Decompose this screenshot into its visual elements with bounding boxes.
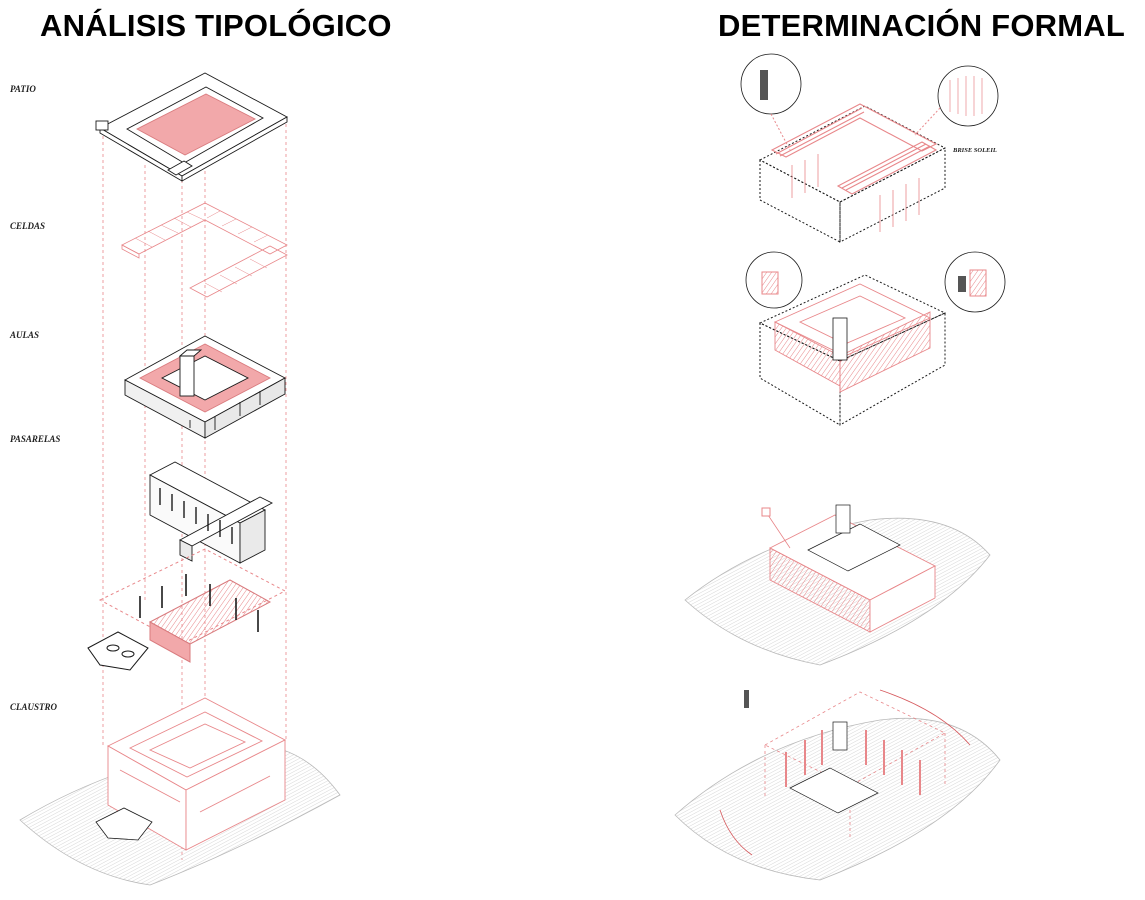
formal-determination [674, 53, 1006, 881]
detail-callout-right [937, 65, 999, 127]
structure-layer [87, 548, 287, 671]
pasarelas-layer [149, 461, 273, 564]
annotation-brise-soleil: BRISE SOLEIL [953, 147, 997, 154]
layer-label-celdas: CELDAS [10, 221, 46, 231]
aulas-layer [124, 335, 286, 439]
terrain-model-2 [674, 689, 1001, 881]
terrain-model-1 [684, 504, 991, 666]
celdas-layer [121, 202, 288, 298]
claustro-terrain [19, 697, 341, 886]
layer-label-patio: PATIO [10, 84, 36, 94]
interior-model [745, 251, 1006, 426]
heading-analisis-tipologico: ANÁLISIS TIPOLÓGICO [40, 8, 392, 43]
layer-label-aulas: AULAS [10, 330, 40, 340]
heading-determinacion-formal: DETERMINACIÓN FORMAL [718, 8, 1125, 43]
exploded-axonometric [19, 72, 341, 886]
detail-callout-left [740, 53, 802, 115]
patio-layer [95, 72, 288, 182]
layer-label-claustro: CLAUSTRO [10, 702, 58, 712]
brise-soleil-model [740, 53, 999, 243]
layer-label-pasarelas: PASARELAS [10, 434, 61, 444]
